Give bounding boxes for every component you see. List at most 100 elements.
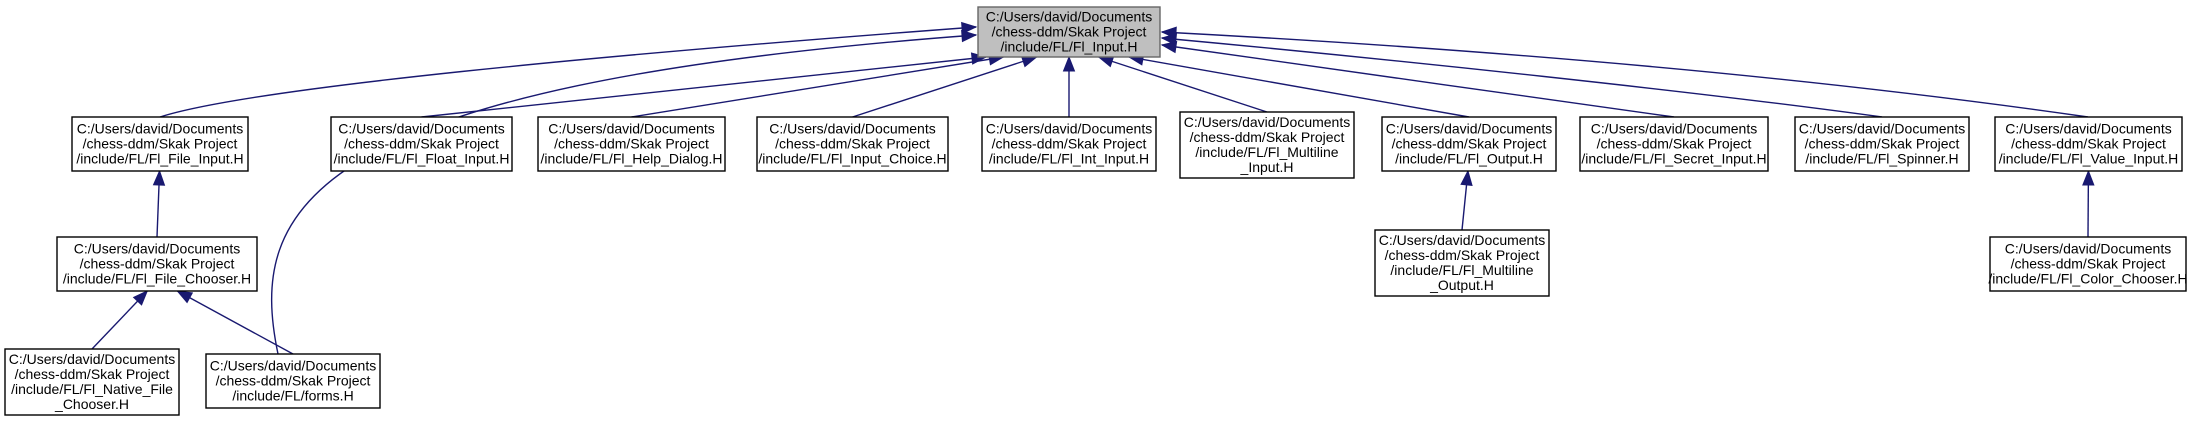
- arrow-head: [961, 21, 978, 35]
- node-label-line: /chess-ddm/Skak Project: [775, 136, 930, 152]
- node-box: [756, 116, 949, 172]
- arrow-head: [961, 29, 978, 43]
- node-fl-int-input[interactable]: C:/Users/david/Documents/chess-ddm/Skak …: [981, 116, 1157, 172]
- node-label-line: /chess-ddm/Skak Project: [80, 256, 235, 272]
- arrow-head: [176, 290, 194, 304]
- node-label-line: C:/Users/david/Documents: [9, 351, 176, 367]
- node-label-line: C:/Users/david/Documents: [1591, 121, 1758, 137]
- node-fl-multiline-input[interactable]: C:/Users/david/Documents/chess-ddm/Skak …: [1179, 111, 1355, 179]
- edge-line: [270, 34, 977, 355]
- node-label-line: /chess-ddm/Skak Project: [1805, 136, 1960, 152]
- node-box: [1374, 229, 1550, 297]
- node-label-line: /chess-ddm/Skak Project: [2011, 256, 2166, 272]
- node-box: [977, 6, 1161, 58]
- node-fl-spinner[interactable]: C:/Users/david/Documents/chess-ddm/Skak …: [1794, 116, 1970, 172]
- edge-forms-to-fl_file_chooser: [176, 290, 294, 355]
- node-label-line: /chess-ddm/Skak Project: [992, 136, 1147, 152]
- node-label-line: C:/Users/david/Documents: [1386, 121, 1553, 137]
- edge-fl_int_input-to-fl_input: [1062, 55, 1076, 117]
- node-label-line: /include/FL/Fl_Value_Input.H: [1999, 151, 2179, 167]
- edge-line: [159, 26, 977, 118]
- node-label-line: _Input.H: [1240, 159, 1294, 175]
- node-fl-input-choice[interactable]: C:/Users/david/Documents/chess-ddm/Skak …: [756, 116, 949, 172]
- node-fl-file-chooser[interactable]: C:/Users/david/Documents/chess-ddm/Skak …: [56, 236, 258, 292]
- node-label-line: C:/Users/david/Documents: [2005, 241, 2172, 257]
- node-fl-color-chooser[interactable]: C:/Users/david/Documents/chess-ddm/Skak …: [1988, 236, 2188, 292]
- edge-fl_multiline_output-to-fl_output: [1460, 169, 1473, 231]
- node-fl-input[interactable]: C:/Users/david/Documents/chess-ddm/Skak …: [977, 6, 1161, 58]
- node-label-line: C:/Users/david/Documents: [986, 9, 1153, 25]
- edge-fl_secret_input-to-fl_input: [1160, 40, 1675, 118]
- node-box: [1179, 111, 1355, 179]
- edge-line: [177, 290, 294, 355]
- node-label-line: /chess-ddm/Skak Project: [216, 373, 371, 389]
- node-label-line: C:/Users/david/Documents: [338, 121, 505, 137]
- node-label-line: C:/Users/david/Documents: [1184, 114, 1351, 130]
- node-label-line: /include/FL/forms.H: [232, 388, 353, 404]
- edge-fl_native_file_chooser-to-fl_file_chooser: [91, 290, 149, 350]
- node-fl-output[interactable]: C:/Users/david/Documents/chess-ddm/Skak …: [1381, 116, 1557, 172]
- node-label-line: /include/FL/Fl_Int_Input.H: [989, 151, 1149, 167]
- node-label-line: C:/Users/david/Documents: [986, 121, 1153, 137]
- arrow-head: [132, 290, 149, 306]
- node-box: [205, 353, 381, 409]
- node-label-line: /chess-ddm/Skak Project: [344, 136, 499, 152]
- node-label-line: C:/Users/david/Documents: [548, 121, 715, 137]
- node-label-line: /include/FL/Fl_Input.H: [1001, 39, 1138, 55]
- node-fl-native-file-chooser[interactable]: C:/Users/david/Documents/chess-ddm/Skak …: [4, 348, 180, 416]
- node-box: [537, 116, 726, 172]
- edge-line: [1098, 56, 1268, 113]
- edge-line: [421, 56, 987, 118]
- node-label-line: /chess-ddm/Skak Project: [992, 24, 1147, 40]
- edge-fl_file_input-to-fl_input: [159, 21, 978, 118]
- node-box: [1994, 116, 2183, 172]
- node-label-line: /chess-ddm/Skak Project: [1597, 136, 1752, 152]
- node-box: [1381, 116, 1557, 172]
- node-label-line: /include/FL/Fl_Input_Choice.H: [758, 151, 946, 167]
- edge-line: [1161, 37, 1883, 118]
- node-label-line: /chess-ddm/Skak Project: [83, 136, 238, 152]
- node-fl-secret-input[interactable]: C:/Users/david/Documents/chess-ddm/Skak …: [1579, 116, 1769, 172]
- edge-fl_input_choice-to-fl_input: [852, 55, 1038, 118]
- edge-line: [1161, 44, 1675, 118]
- edge-line: [1161, 31, 2089, 118]
- edge-fl_spinner-to-fl_input: [1160, 33, 1883, 118]
- node-label-line: /include/FL/Fl_File_Chooser.H: [63, 271, 251, 287]
- arrow-head: [1160, 26, 1177, 39]
- arrow-head: [1062, 55, 1076, 72]
- node-box: [1794, 116, 1970, 172]
- node-box: [1989, 236, 2187, 292]
- node-label-line: /chess-ddm/Skak Project: [2011, 136, 2166, 152]
- node-label-line: /include/FL/Fl_Spinner.H: [1805, 151, 1958, 167]
- node-label-line: /chess-ddm/Skak Project: [15, 366, 170, 382]
- node-box: [981, 116, 1157, 172]
- arrow-head: [1160, 40, 1178, 54]
- edge-fl_color_chooser-to-fl_value_input: [2082, 169, 2095, 238]
- node-label-line: /include/FL/Fl_Secret_Input.H: [1581, 151, 1766, 167]
- node-label-line: /chess-ddm/Skak Project: [1392, 136, 1547, 152]
- edges-layer: [91, 21, 2095, 355]
- node-fl-file-input[interactable]: C:/Users/david/Documents/chess-ddm/Skak …: [71, 116, 249, 172]
- edge-line: [852, 56, 1037, 118]
- node-fl-float-input[interactable]: C:/Users/david/Documents/chess-ddm/Skak …: [330, 116, 513, 172]
- edge-line: [1128, 56, 1470, 118]
- node-fl-help-dialog[interactable]: C:/Users/david/Documents/chess-ddm/Skak …: [537, 116, 726, 172]
- node-label-line: C:/Users/david/Documents: [769, 121, 936, 137]
- edge-fl_multiline_input-to-fl_input: [1097, 55, 1268, 113]
- node-box: [56, 236, 258, 292]
- node-box: [4, 348, 180, 416]
- node-label-line: _Output.H: [1429, 277, 1494, 293]
- nodes-layer: C:/Users/david/Documents/chess-ddm/Skak …: [4, 6, 2188, 416]
- node-label-line: /include/FL/Fl_Native_File: [11, 381, 173, 397]
- node-label-line: C:/Users/david/Documents: [210, 358, 377, 374]
- arrow-head: [152, 169, 166, 186]
- node-label-line: _Chooser.H: [54, 396, 129, 412]
- node-fl-multiline-output[interactable]: C:/Users/david/Documents/chess-ddm/Skak …: [1374, 229, 1550, 297]
- node-label-line: C:/Users/david/Documents: [74, 241, 241, 257]
- node-label-line: C:/Users/david/Documents: [1379, 232, 1546, 248]
- node-label-line: C:/Users/david/Documents: [2005, 121, 2172, 137]
- node-forms[interactable]: C:/Users/david/Documents/chess-ddm/Skak …: [205, 353, 381, 409]
- node-fl-value-input[interactable]: C:/Users/david/Documents/chess-ddm/Skak …: [1994, 116, 2183, 172]
- edge-line: [631, 56, 1004, 118]
